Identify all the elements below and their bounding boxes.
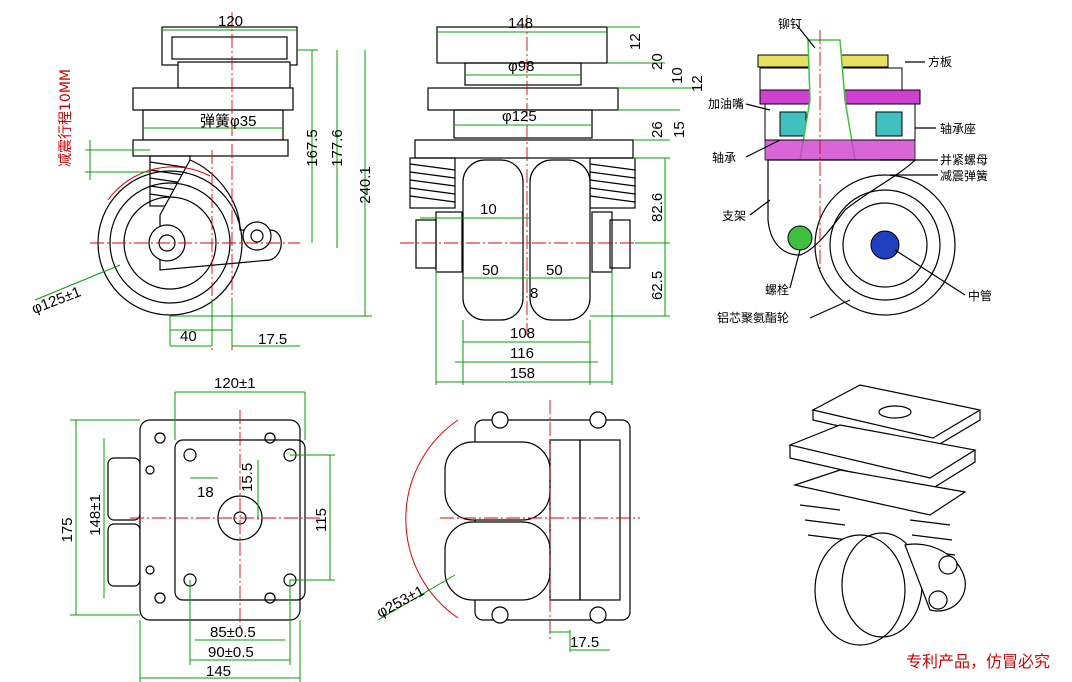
top-dim-15-5: 15.5 [239, 463, 256, 492]
bottom-swing-arc [405, 419, 459, 619]
section-view: 铆钉 方板 加油嘴 轴承座 轴承 并紧螺母 减震弹簧 支架 螺栓 中管 铝芯聚氨… [708, 16, 992, 325]
bottom-wheel-right [444, 521, 551, 601]
front-axle-nut-left [415, 219, 437, 269]
side-swing-arc [107, 166, 211, 201]
label-center-tube: 中管 [968, 288, 992, 303]
front-dim-t15: 15 [671, 121, 688, 138]
bottom-dim-swing: φ253±1 [374, 582, 427, 621]
front-spring-right [589, 157, 636, 209]
side-pivot-bolt [242, 221, 272, 251]
front-dim-116: 116 [510, 345, 534, 362]
section-bearing-seat [764, 139, 916, 161]
isometric-view [788, 384, 982, 646]
front-dim-t26: 26 [649, 121, 666, 138]
iso-mid-plate [788, 424, 977, 479]
top-view: 120±1 175 148±1 18 15.5 115 85±0.5 90±0.… [59, 375, 335, 682]
label-square-plate: 方板 [928, 54, 952, 69]
front-dim-t10: 10 [669, 67, 686, 84]
bottom-wheel-left [444, 441, 551, 521]
front-dim-125: φ125 [502, 108, 537, 125]
front-dim-50a: 50 [482, 262, 499, 279]
bottom-dim-17-5: 17.5 [570, 634, 599, 651]
label-bolt: 螺栓 [765, 282, 789, 297]
top-dim-85: 85±0.5 [210, 624, 256, 641]
section-wheel-outer [814, 174, 956, 316]
top-dim-175: 175 [59, 517, 76, 542]
front-dim-t12b: 12 [689, 75, 706, 92]
side-dim-spring: 弹簧φ35 [200, 113, 256, 130]
front-mid-plate [427, 87, 619, 111]
top-dim-120: 120±1 [214, 375, 256, 392]
front-dim-t12a: 12 [627, 33, 644, 50]
top-dim-145: 145 [206, 663, 231, 680]
front-dim-62: 62.5 [649, 271, 666, 300]
side-dim-17-5: 17.5 [258, 331, 287, 348]
label-lock-nut: 并紧螺母 [940, 153, 988, 167]
front-spring-left [409, 157, 456, 209]
front-top-plate [436, 26, 608, 64]
top-dim-18: 18 [197, 484, 214, 501]
front-dim-98: φ98 [508, 58, 534, 75]
side-dim-width-120: 120 [218, 13, 243, 30]
footer-note: 专利产品，仿冒必究 [905, 652, 1050, 671]
label-wheel: 铝芯聚氨酯轮 [717, 310, 789, 325]
front-dim-t20: 20 [649, 53, 666, 70]
front-dim-8: 8 [530, 285, 538, 302]
top-dim-115: 115 [313, 508, 330, 532]
front-wheel-left [462, 159, 524, 321]
side-dim-177: 177.6 [329, 129, 346, 167]
label-grease-nipple: 加油嘴 [708, 97, 744, 111]
bottom-view: φ253±1 17.5 [374, 400, 640, 652]
side-stroke-note: 减震行程10MM [58, 69, 74, 167]
top-dim-148: 148±1 [87, 494, 104, 536]
section-bearing-left [779, 111, 807, 137]
section-center-tube [870, 230, 900, 260]
side-dim-wheel-dia: φ125±1 [29, 283, 83, 317]
front-dim-148: 148 [508, 15, 533, 32]
front-wheel-right [529, 159, 591, 321]
section-bolt [787, 225, 813, 251]
side-dim-240: 240.1 [357, 166, 374, 204]
side-dim-167: 167.5 [304, 129, 321, 167]
label-rivet: 铆钉 [778, 16, 802, 31]
label-bearing: 轴承 [712, 150, 736, 165]
iso-wheel [814, 534, 906, 646]
label-bracket: 支架 [722, 209, 746, 223]
side-mid-plate [132, 87, 294, 111]
front-dim-82: 82.6 [649, 193, 666, 222]
section-bearing-right [875, 111, 903, 137]
front-dim-gap10: 10 [480, 201, 497, 218]
side-view: 120 167.5 177.6 240.1 弹簧φ35 40 17.5 φ125… [29, 12, 374, 350]
front-dim-158: 158 [510, 365, 535, 382]
front-view: 148 φ98 φ125 12 20 10 12 26 15 82.6 62.5… [400, 15, 706, 385]
label-bearing-seat: 轴承座 [940, 121, 976, 136]
front-dim-50b: 50 [546, 262, 563, 279]
front-dim-108: 108 [510, 325, 535, 342]
label-damping-spring: 减震弹簧 [940, 168, 988, 183]
side-dim-40: 40 [180, 328, 197, 345]
front-axle-nut-right [609, 219, 631, 269]
top-dim-90: 90±0.5 [208, 644, 254, 661]
